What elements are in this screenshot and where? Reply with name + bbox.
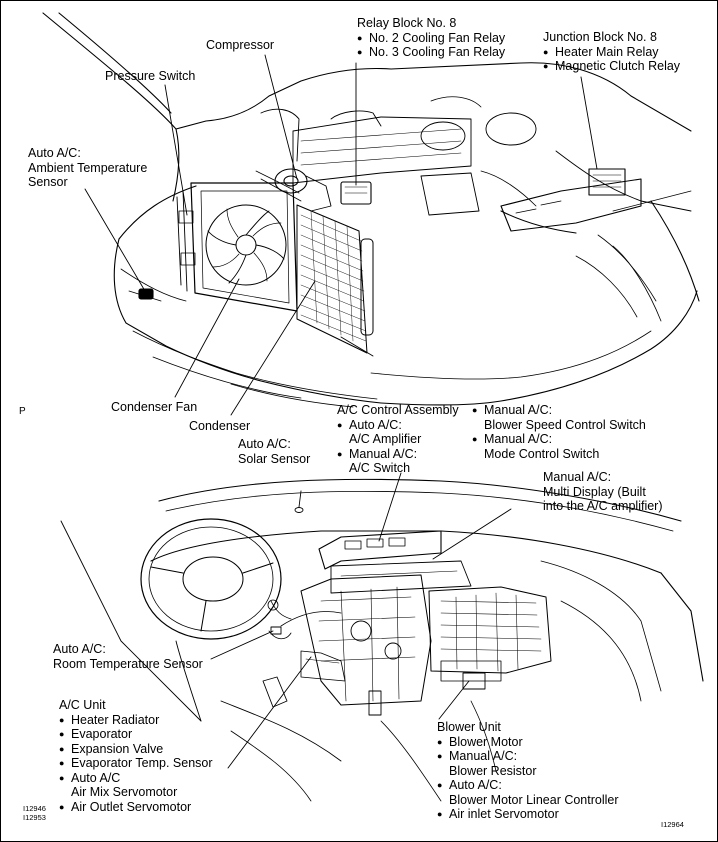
control-switch-item: Manual A/C: (472, 403, 646, 418)
ambient-line: Ambient Temperature (28, 160, 148, 175)
control-assembly-item: Manual A/C: (337, 447, 459, 462)
control-switch-item: Manual A/C: (472, 432, 646, 447)
ac-unit-title: A/C Unit (59, 698, 106, 712)
room-sensor-label: Auto A/C: Room Temperature Sensor (53, 642, 203, 671)
ac-unit-item: Air Mix Servomotor (71, 785, 178, 799)
ac-unit-item: Auto A/C (59, 771, 213, 786)
control-switches-label: Manual A/C: Blower Speed Control Switch … (472, 403, 646, 461)
ac-unit-item: Expansion Valve (59, 742, 213, 757)
room-sensor-line: Room Temperature Sensor (53, 656, 203, 671)
ambient-sensor-label: Auto A/C: Ambient Temperature Sensor (28, 146, 147, 190)
condenser-label: Condenser (189, 419, 251, 433)
multi-display-line: into the A/C amplifier) (543, 499, 663, 513)
figure-code: I12946 (23, 804, 46, 813)
pressure-switch-label: Pressure Switch (105, 69, 196, 83)
relay-block-label: Relay Block No. 8 No. 2 Cooling Fan Rela… (357, 16, 505, 60)
control-assembly-item: A/C Switch (349, 461, 411, 475)
multi-display-label: Manual A/C: Multi Display (Built into th… (543, 470, 663, 514)
blower-unit-label: Blower Unit Blower Motor Manual A/C: Blo… (437, 720, 619, 822)
ac-unit-item: Evaporator (59, 727, 213, 742)
figure-code: I12953 (23, 813, 46, 822)
relay-block-title: Relay Block No. 8 (357, 16, 457, 30)
leader-lines (84, 54, 598, 769)
ac-unit-item: Air Outlet Servomotor (59, 800, 213, 815)
junction-block-label: Junction Block No. 8 Heater Main Relay M… (543, 30, 680, 74)
blower-unit-item: Blower Motor Linear Controller (449, 792, 619, 807)
ac-unit-item: Heater Radiator (59, 713, 213, 728)
multi-display-line: Multi Display (Built (543, 484, 646, 499)
relay-item: No. 3 Cooling Fan Relay (357, 45, 505, 60)
solar-sensor-label: Auto A/C: Solar Sensor (238, 437, 310, 466)
ac-unit (300, 574, 432, 716)
junction-item: Magnetic Clutch Relay (543, 59, 680, 74)
blower-unit-item: Blower Motor (437, 735, 619, 750)
control-assembly-item: Auto A/C: (337, 418, 459, 433)
blower-unit-item: Auto A/C: (437, 778, 619, 793)
multi-display-line: Manual A/C: (543, 470, 612, 484)
blower-unit-title: Blower Unit (437, 720, 501, 734)
section-marker: P (19, 406, 26, 417)
control-switch-item: Blower Speed Control Switch (484, 417, 646, 432)
ambient-line: Auto A/C: (28, 146, 81, 160)
figure-code-left: I12946 I12953 (23, 804, 46, 822)
compressor-label: Compressor (206, 38, 275, 52)
blower-unit-item: Air inlet Servomotor (437, 807, 619, 822)
ac-control-assembly (318, 530, 472, 594)
ambient-line: Sensor (28, 175, 68, 189)
ac-unit-item: Evaporator Temp. Sensor (59, 756, 213, 771)
relay-item: No. 2 Cooling Fan Relay (357, 31, 505, 46)
condenser-fan-label: Condenser Fan (111, 400, 198, 414)
steering-wheel (140, 518, 282, 722)
blower-unit-item: Manual A/C: (437, 749, 619, 764)
condenser-fan (205, 204, 287, 286)
solar-line: Solar Sensor (238, 451, 311, 466)
blower-unit (428, 586, 552, 690)
ac-unit-label: A/C Unit Heater Radiator Evaporator Expa… (59, 698, 213, 814)
control-assembly-title: A/C Control Assembly (337, 403, 459, 417)
control-assembly-label: A/C Control Assembly Auto A/C: A/C Ampli… (337, 403, 459, 476)
condenser (296, 204, 374, 354)
room-sensor-line: Auto A/C: (53, 642, 106, 656)
control-switch-item: Mode Control Switch (484, 446, 600, 461)
junction-item: Heater Main Relay (543, 45, 680, 60)
junction-block-title: Junction Block No. 8 (543, 30, 657, 44)
blower-unit-item: Blower Resistor (449, 763, 537, 778)
solar-line: Auto A/C: (238, 437, 291, 451)
engine-compartment-drawing (42, 12, 700, 408)
control-assembly-item: A/C Amplifier (349, 432, 422, 446)
figure-code-right: I12964 (661, 820, 684, 829)
